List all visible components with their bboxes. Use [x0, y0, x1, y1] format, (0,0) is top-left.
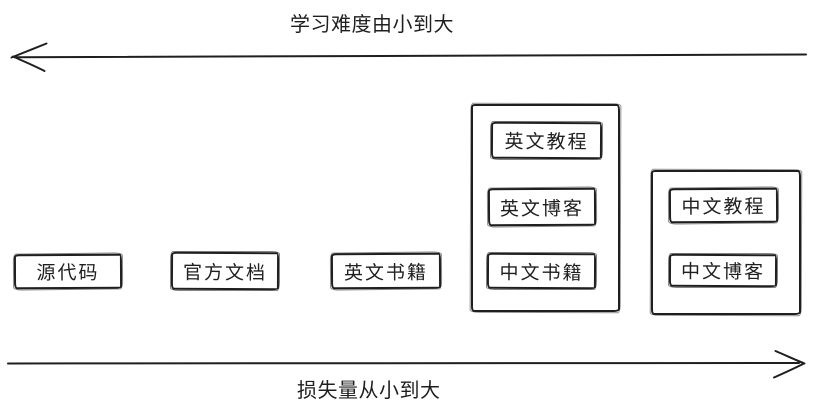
box-english-blogs-label: 英文博客: [499, 197, 585, 220]
box-source-code-label: 源代码: [36, 261, 100, 285]
box-chinese-blogs: 中文博客: [668, 253, 778, 288]
box-chinese-books-label: 中文书籍: [499, 261, 584, 284]
difficulty-axis-label: 学习难度由小到大: [290, 12, 454, 36]
box-source-code: 源代码: [13, 253, 123, 290]
box-english-tutorials-label: 英文教程: [504, 130, 589, 154]
difficulty-arrow-left: [10, 42, 807, 72]
box-english-blogs: 英文博客: [487, 187, 597, 227]
box-official-docs-label: 官方文档: [182, 261, 268, 284]
box-english-books: 英文书籍: [330, 252, 442, 290]
box-english-tutorials: 英文教程: [490, 121, 603, 160]
box-official-docs: 官方文档: [170, 251, 280, 291]
box-english-books-label: 英文书籍: [343, 261, 429, 284]
box-chinese-books: 中文书籍: [486, 252, 597, 290]
loss-arrow-right: [7, 350, 806, 379]
box-chinese-blogs-label: 中文博客: [680, 260, 766, 284]
box-chinese-tutorials: 中文教程: [668, 187, 779, 224]
box-chinese-tutorials-label: 中文教程: [681, 195, 766, 219]
loss-axis-label: 损失量从小到大: [297, 378, 441, 402]
